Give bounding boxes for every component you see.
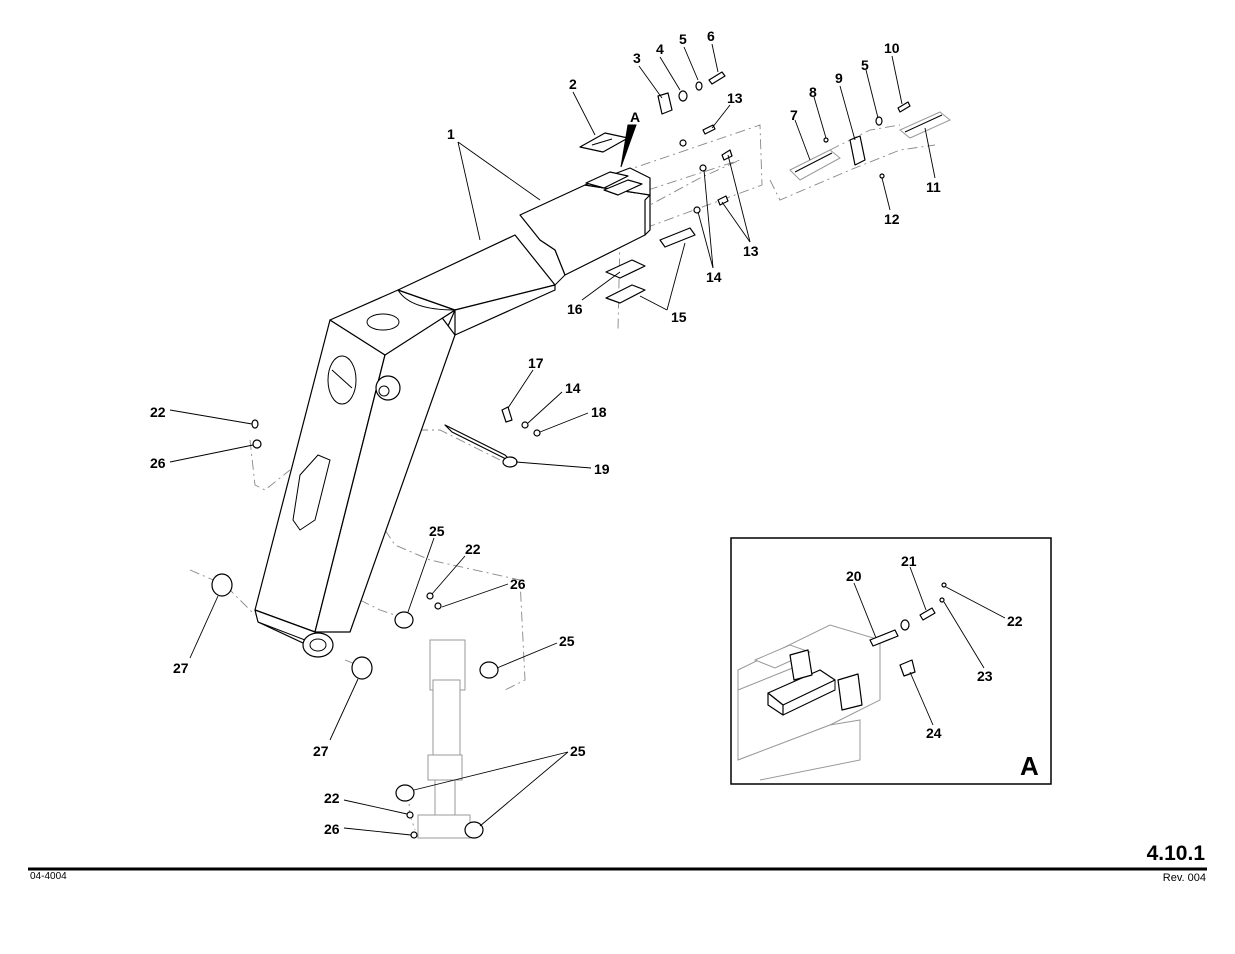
callout-25-middle: 25 <box>559 633 575 649</box>
callout-27-left: 27 <box>173 660 189 676</box>
callout-23: 23 <box>977 668 993 684</box>
hardware-parts <box>251 71 951 468</box>
callout-22-lower: 22 <box>324 790 340 806</box>
leader-lines <box>169 43 936 836</box>
callout-11: 11 <box>926 179 941 195</box>
callout-27-right: 27 <box>313 743 329 759</box>
callout-22-inset: 22 <box>1007 613 1023 629</box>
callout-5-right: 5 <box>861 57 869 73</box>
callout-4: 4 <box>656 41 664 57</box>
inset-label: A <box>1020 751 1039 781</box>
callout-5-upper: 5 <box>679 31 687 47</box>
callout-13-lower: 13 <box>743 243 759 259</box>
callout-labels: 1 2 3 4 5 6 A 13 7 8 9 5 10 11 12 13 14 … <box>150 28 941 837</box>
callout-18: 18 <box>591 404 607 420</box>
boom-arm <box>254 167 651 658</box>
revision-label: Rev. 004 <box>1162 872 1206 884</box>
callout-26-middle: 26 <box>510 576 526 592</box>
callout-15: 15 <box>671 309 687 325</box>
callout-17: 17 <box>528 355 544 371</box>
callout-20: 20 <box>846 568 862 584</box>
callout-9: 9 <box>835 70 843 86</box>
callout-13-upper: 13 <box>727 90 743 106</box>
callout-detail-a: A <box>630 109 640 125</box>
callout-6: 6 <box>707 28 715 44</box>
callout-1: 1 <box>447 126 455 142</box>
page-number: 4.10.1 <box>1146 842 1205 865</box>
callout-22-middle: 22 <box>465 541 481 557</box>
lower-cylinder <box>211 573 499 839</box>
callout-26-upper: 26 <box>150 455 166 471</box>
callout-8: 8 <box>809 84 817 100</box>
callout-12: 12 <box>884 211 900 227</box>
callout-14-upper: 14 <box>706 269 722 285</box>
callout-19: 19 <box>594 461 610 477</box>
callout-25-upper: 25 <box>429 523 445 539</box>
callout-16: 16 <box>567 301 583 317</box>
callout-2: 2 <box>569 76 577 92</box>
detail-inset-a: 20 21 22 23 24 A <box>730 537 1052 785</box>
callout-22-upper: 22 <box>150 404 166 420</box>
callout-7: 7 <box>790 107 798 123</box>
document-id: 04-4004 <box>30 871 67 882</box>
callout-26-lower: 26 <box>324 821 340 837</box>
callout-14-middle: 14 <box>565 380 581 396</box>
callout-21: 21 <box>901 553 917 569</box>
callout-3: 3 <box>633 50 641 66</box>
callout-10: 10 <box>884 40 900 56</box>
callout-25-lower: 25 <box>570 743 586 759</box>
callout-24: 24 <box>926 725 942 741</box>
